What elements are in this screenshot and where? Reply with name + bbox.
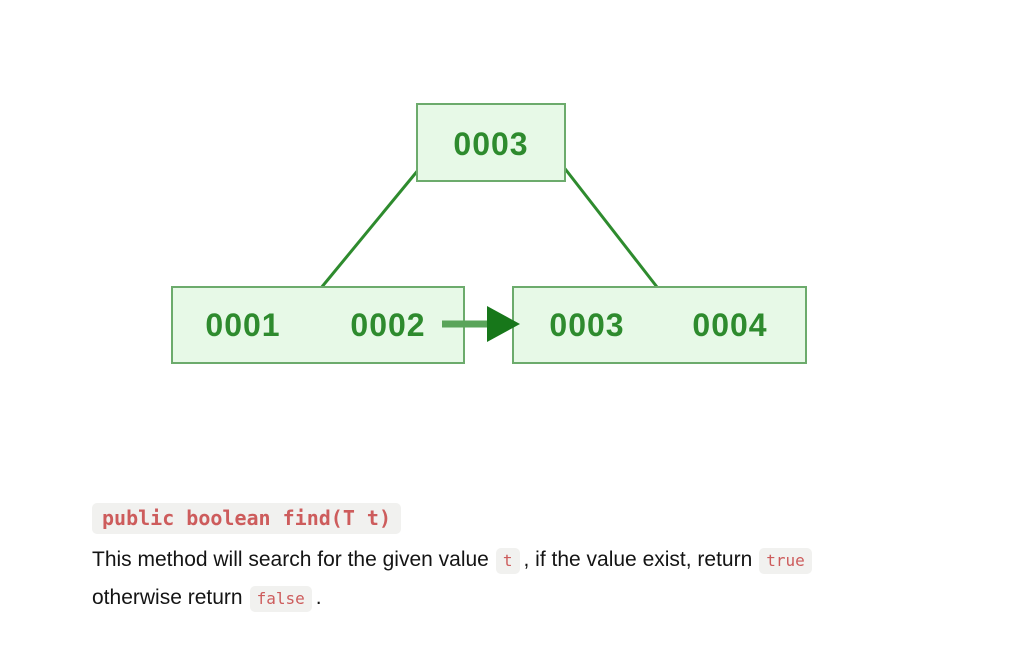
description-text: . (315, 586, 322, 609)
description-text: , if the value exist, return (523, 548, 753, 571)
btree-left-leaf-node (171, 286, 465, 364)
description-line-2: otherwise return false. (92, 579, 972, 617)
root-key: 0003 (453, 126, 528, 162)
description-text: This method will search for the given va… (92, 548, 489, 571)
edge-root-to-left-leaf (319, 150, 435, 290)
btree-root-node (416, 103, 566, 182)
inline-code-t: t (495, 548, 520, 574)
inline-code-false: false (249, 586, 312, 612)
left-leaf-key-1: 0001 (205, 307, 280, 343)
method-signature-code: public boolean find(T t) (92, 503, 401, 534)
btree-split-diagram: 0003 0001 0002 0003 0004 (171, 103, 807, 364)
split-arrow-head-icon (487, 306, 520, 342)
inline-code-true: true (759, 548, 812, 574)
right-leaf-key-1: 0003 (549, 307, 624, 343)
description-text: otherwise return (92, 586, 243, 609)
description-line-1: This method will search for the given va… (92, 541, 972, 579)
left-leaf-key-2: 0002 (350, 307, 425, 343)
right-leaf-key-2: 0004 (692, 307, 767, 343)
method-description: This method will search for the given va… (92, 541, 972, 617)
